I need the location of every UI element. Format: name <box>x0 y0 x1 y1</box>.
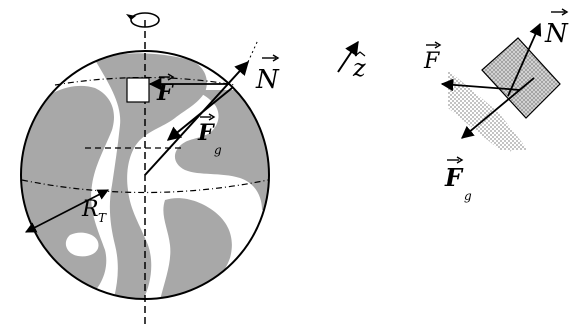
box-centripetal-arrow <box>440 78 521 92</box>
svg-text:T: T <box>98 211 107 225</box>
z-direction: z <box>337 40 366 82</box>
label-Fg-main: F g <box>197 113 222 157</box>
svg-text:N: N <box>255 65 280 95</box>
gravity-force-arrow <box>166 87 233 141</box>
tilted-block <box>481 37 561 119</box>
box-normal-arrow <box>507 22 542 97</box>
label-N-main: N <box>255 54 280 95</box>
svg-text:F: F <box>156 80 174 106</box>
svg-text:N: N <box>544 19 569 49</box>
svg-text:R: R <box>81 197 99 222</box>
block-free-body-diagram <box>440 22 561 152</box>
svg-text:F: F <box>197 120 215 146</box>
normal-extension <box>247 39 259 63</box>
ground-shade-lower <box>478 112 520 152</box>
radius-arrow <box>25 189 109 233</box>
land-mass-europe <box>165 88 268 210</box>
svg-text:F: F <box>444 163 464 192</box>
continents <box>21 53 268 299</box>
z-arrow <box>337 40 359 73</box>
label-R-main: R T <box>81 197 107 225</box>
svg-text:g: g <box>464 189 472 203</box>
surface-block <box>126 77 150 103</box>
svg-text:z: z <box>352 54 366 82</box>
island <box>59 167 83 187</box>
box-gravity-arrow <box>461 77 535 139</box>
land-mass-south <box>160 198 232 299</box>
ground-shade <box>448 70 528 150</box>
equator <box>21 179 269 194</box>
label-F-main: F <box>156 73 175 106</box>
label-F-box: F <box>423 41 442 74</box>
label-N-box: N <box>544 8 569 49</box>
label-Fg-box: F g <box>444 156 472 203</box>
land-mass-north <box>95 53 207 299</box>
svg-text:g: g <box>214 143 222 157</box>
island-2 <box>65 232 99 257</box>
earth-globe <box>20 12 270 325</box>
rotation-arrow-icon <box>126 12 160 28</box>
normal-force-arrow <box>144 60 249 176</box>
latitude-upper <box>54 76 236 86</box>
svg-text:F: F <box>423 49 440 74</box>
